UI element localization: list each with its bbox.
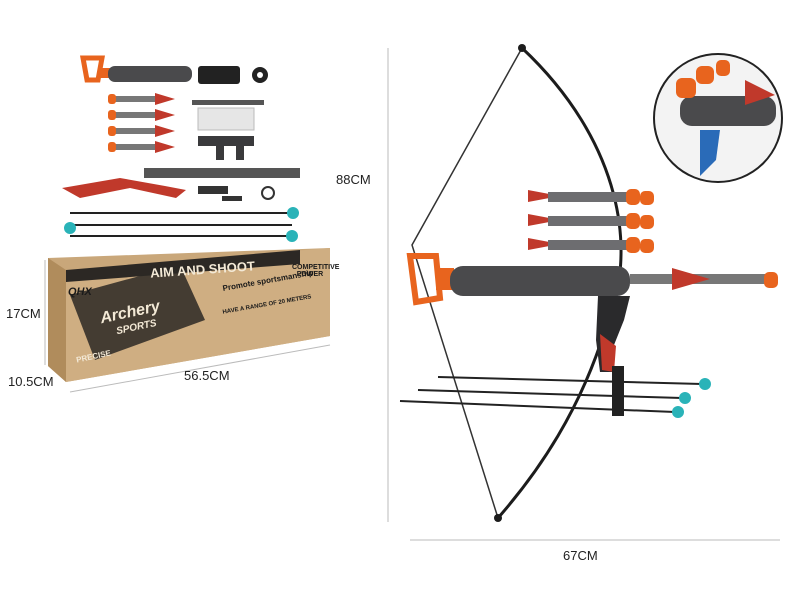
box-depth-label: 10.5CM xyxy=(8,374,54,389)
quiver-darts xyxy=(528,189,654,253)
bow-riser-part xyxy=(62,178,186,198)
bow-string xyxy=(411,47,523,519)
connector-part xyxy=(198,66,240,84)
bow-width-label: 67CM xyxy=(563,548,598,563)
rod-part xyxy=(192,100,264,105)
box-height-label: 17CM xyxy=(6,306,41,321)
foam-darts-part xyxy=(108,93,175,153)
accessory-bag-part xyxy=(197,107,255,131)
grip-handle-part xyxy=(80,55,105,83)
arrows-part xyxy=(64,207,299,242)
box-brand: QHX xyxy=(68,286,92,298)
pump-tube xyxy=(450,266,630,296)
box-badge: COMPETITIVE POWER xyxy=(292,264,340,278)
quiver-clip-part xyxy=(198,136,254,160)
package-box xyxy=(48,248,330,382)
bow-height-label: 88CM xyxy=(336,172,371,187)
arrow-rest-part xyxy=(144,168,300,178)
box-length-label: 56.5CM xyxy=(184,368,230,383)
mounted-arrows xyxy=(399,376,711,418)
assembled-bow xyxy=(399,44,778,522)
detail-inset xyxy=(653,53,783,183)
pump-grip xyxy=(406,253,444,306)
pump-tube-part xyxy=(108,66,192,82)
parts-layout xyxy=(62,55,300,242)
